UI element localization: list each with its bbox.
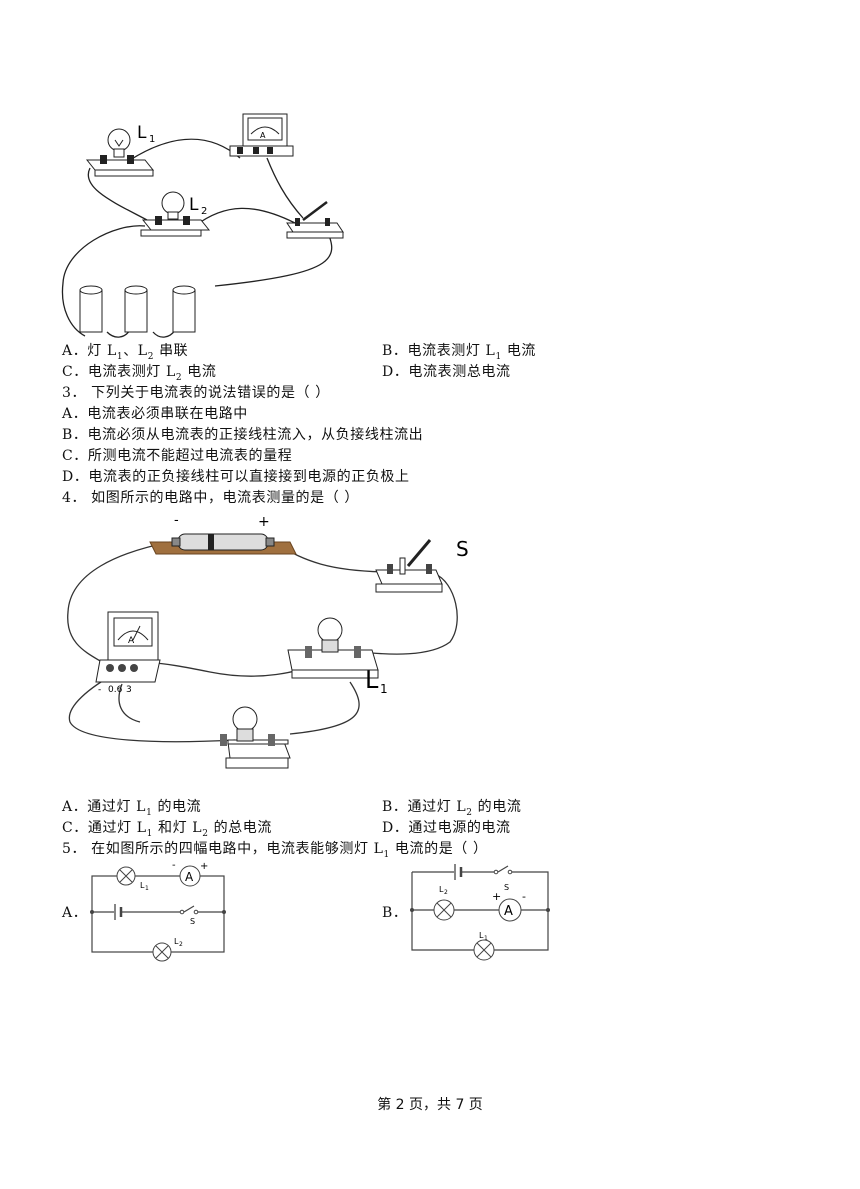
svg-text:A: A <box>185 870 194 884</box>
q4-option-a[interactable]: A．通过灯 L1 的电流 <box>62 799 202 818</box>
ammeter <box>498 898 522 922</box>
svg-text:-: - <box>98 685 101 695</box>
ammeter <box>95 611 161 683</box>
svg-text:+: + <box>492 890 501 903</box>
svg-text:2: 2 <box>444 889 448 896</box>
svg-text:L: L <box>479 931 484 940</box>
svg-text:1: 1 <box>149 134 155 145</box>
page-footer: 第 2 页，共 7 页 <box>377 1097 483 1113</box>
svg-text:-: - <box>172 860 176 871</box>
svg-text:1: 1 <box>145 885 149 892</box>
svg-text:3: 3 <box>126 685 132 695</box>
q4-stem: 4． 如图所示的电路中，电流表测量的是（ ） <box>62 490 360 506</box>
label-L1: L <box>137 123 147 143</box>
ammeter <box>229 113 294 157</box>
q3-stem: 3． 下列关于电流表的说法错误的是（ ） <box>62 385 330 401</box>
q3-option-a[interactable]: A．电流表必须串联在电路中 <box>62 406 248 422</box>
svg-text:2: 2 <box>179 941 183 948</box>
figure-1-circuit: L 1 A L 2 <box>61 113 344 338</box>
svg-text:+: + <box>200 861 208 872</box>
q2-option-c[interactable]: C．电流表测灯 L2 电流 <box>62 364 217 383</box>
wire <box>266 157 304 219</box>
svg-text:L: L <box>439 885 444 894</box>
lamp-L1 <box>85 128 155 177</box>
svg-text:S: S <box>504 883 509 892</box>
svg-text:L: L <box>174 937 179 946</box>
switch <box>286 201 344 239</box>
battery-pack <box>79 285 196 333</box>
wire <box>129 138 241 161</box>
svg-text:-: - <box>174 513 179 528</box>
q3-option-c[interactable]: C．所测电流不能超过电流表的量程 <box>62 448 293 464</box>
switch-S <box>375 539 443 593</box>
svg-text:0.6: 0.6 <box>108 685 123 695</box>
q5-stem: 5． 在如图所示的四幅电路中，电流表能够测灯 L1 电流的是（ ） <box>62 841 488 860</box>
lamp-L2 <box>220 706 291 769</box>
label-S: S <box>456 537 469 561</box>
lamp-L2 <box>433 899 455 921</box>
wire <box>61 225 146 337</box>
figure-4-circuit: - + S A - 0.6 3 L 1 <box>67 513 469 769</box>
q3-option-b[interactable]: B．电流必须从电流表的正接线柱流入，从负接线柱流出 <box>62 427 424 443</box>
q2-option-b[interactable]: B．电流表测灯 L1 电流 <box>382 343 537 362</box>
svg-text:A: A <box>260 131 266 140</box>
svg-text:S: S <box>190 917 195 926</box>
svg-text:1: 1 <box>380 682 388 696</box>
svg-text:A: A <box>128 636 135 646</box>
battery-on-board <box>149 533 297 555</box>
svg-text:2: 2 <box>201 206 207 217</box>
lamp-L2 <box>152 942 172 962</box>
q4-option-b[interactable]: B．通过灯 L2 的电流 <box>382 799 522 818</box>
q4-option-d[interactable]: D．通过电源的电流 <box>382 820 511 836</box>
figure-5a-circuit: A - + L 1 S L 2 <box>90 860 226 962</box>
lamp-L1 <box>473 939 495 961</box>
svg-text:+: + <box>258 514 270 530</box>
q2-option-d[interactable]: D．电流表测总电流 <box>382 364 511 380</box>
label-L2: L <box>189 195 199 215</box>
lamp-L2 <box>140 191 211 237</box>
svg-text:L: L <box>140 881 145 890</box>
lamp-L1 <box>287 617 379 679</box>
label-L1: L <box>365 666 379 694</box>
q3-option-d[interactable]: D．电流表的正负接线柱可以直接接到电源的正负极上 <box>62 469 410 485</box>
svg-text:1: 1 <box>484 935 488 942</box>
wire <box>194 207 296 227</box>
ammeter <box>179 865 201 887</box>
q4-option-c[interactable]: C．通过灯 L1 和灯 L2 的总电流 <box>62 820 272 839</box>
figure-5b-circuit: L 2 A + - S L 1 <box>410 864 550 961</box>
svg-text:-: - <box>522 890 526 903</box>
lamp-L1 <box>116 866 136 886</box>
q5-option-b[interactable]: B． <box>382 905 408 921</box>
wire <box>87 167 148 221</box>
svg-text:A: A <box>504 904 513 919</box>
q5-option-a[interactable]: A． <box>62 905 88 921</box>
q2-option-a[interactable]: A．灯 L1、L2 串联 <box>62 343 189 362</box>
